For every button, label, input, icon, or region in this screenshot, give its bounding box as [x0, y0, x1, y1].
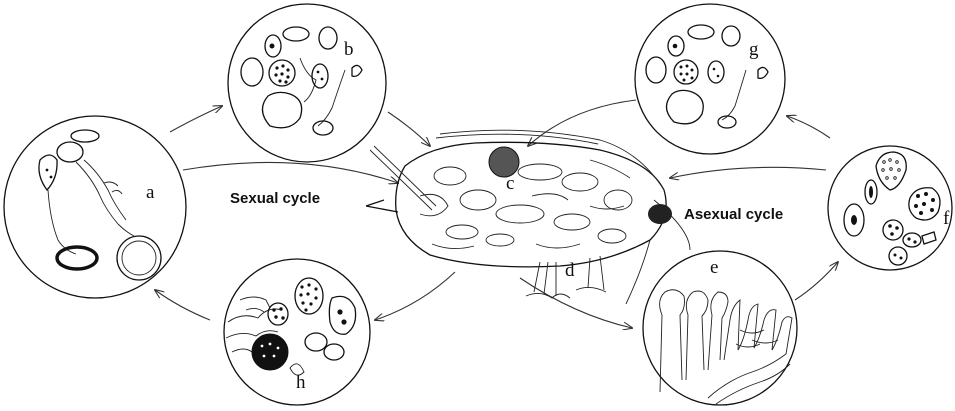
panel-letter-g: g — [749, 39, 759, 60]
host-organism: c d — [366, 130, 690, 304]
panel-a: a — [4, 116, 186, 298]
panel-letter-a: a — [146, 182, 155, 203]
arrow-a-to-b — [170, 106, 222, 132]
panel-b: b — [228, 4, 386, 162]
arrow-f-to-c — [670, 167, 826, 178]
sexual-cycle-label: Sexual cycle — [230, 190, 320, 207]
panel-letter-e: e — [710, 257, 718, 278]
arrow-c-to-e — [520, 278, 632, 328]
panel-h: h — [224, 259, 370, 405]
asexual-cycle-label: Asexual cycle — [684, 206, 783, 223]
arrow-c-to-h — [375, 272, 455, 320]
arrow-a-to-c — [183, 162, 398, 183]
panel-f: f — [828, 146, 952, 270]
panel-e: e — [643, 251, 797, 405]
arrow-e-to-f — [795, 262, 838, 300]
arrow-b-to-c — [388, 112, 430, 146]
panel-g: g — [635, 4, 785, 154]
arrow-h-to-a — [155, 290, 210, 320]
panel-letter-c: c — [506, 173, 514, 194]
panel-letter-d: d — [565, 260, 575, 281]
panel-letter-h: h — [296, 372, 306, 393]
arrow-f-to-g — [787, 116, 830, 138]
panel-letter-f: f — [943, 208, 950, 229]
arrow-g-to-c — [528, 100, 636, 146]
panel-letter-b: b — [344, 39, 354, 60]
